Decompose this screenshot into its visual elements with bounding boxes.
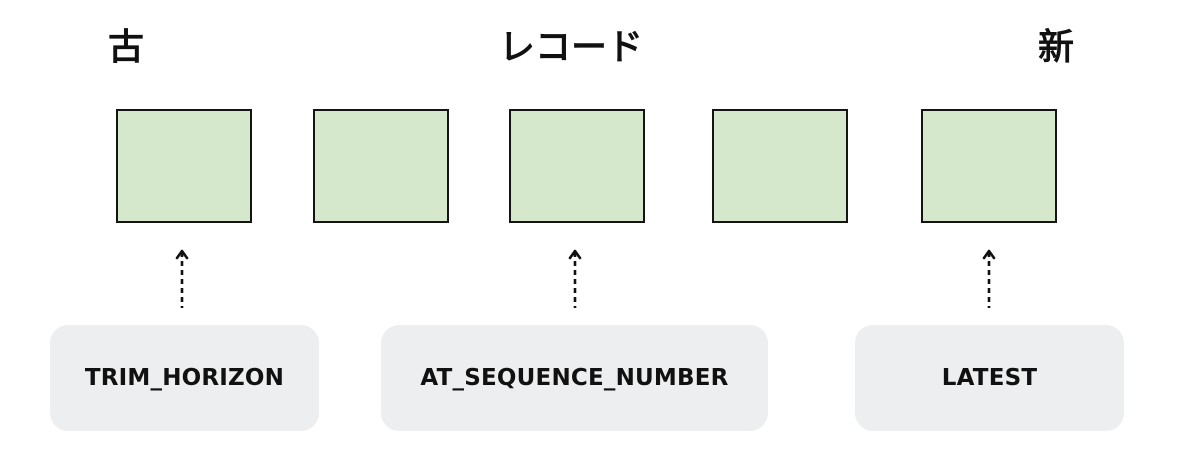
record-box-2 bbox=[313, 109, 449, 223]
trim-horizon-box: TRIM_HORIZON bbox=[50, 325, 319, 431]
record-box-5 bbox=[921, 109, 1057, 223]
latest-box: LATEST bbox=[855, 325, 1124, 431]
record-box-4 bbox=[712, 109, 848, 223]
at-sequence-number-arrow-icon bbox=[568, 249, 582, 308]
trim-horizon-arrow-icon bbox=[175, 249, 189, 308]
record-box-3 bbox=[509, 109, 645, 223]
at-sequence-number-box: AT_SEQUENCE_NUMBER bbox=[381, 325, 768, 431]
oldest-label: 古 bbox=[108, 27, 145, 68]
newest-label: 新 bbox=[1038, 27, 1075, 68]
record-box-1 bbox=[116, 109, 252, 223]
records-title: レコード bbox=[499, 27, 644, 68]
latest-arrow-icon bbox=[982, 249, 996, 308]
